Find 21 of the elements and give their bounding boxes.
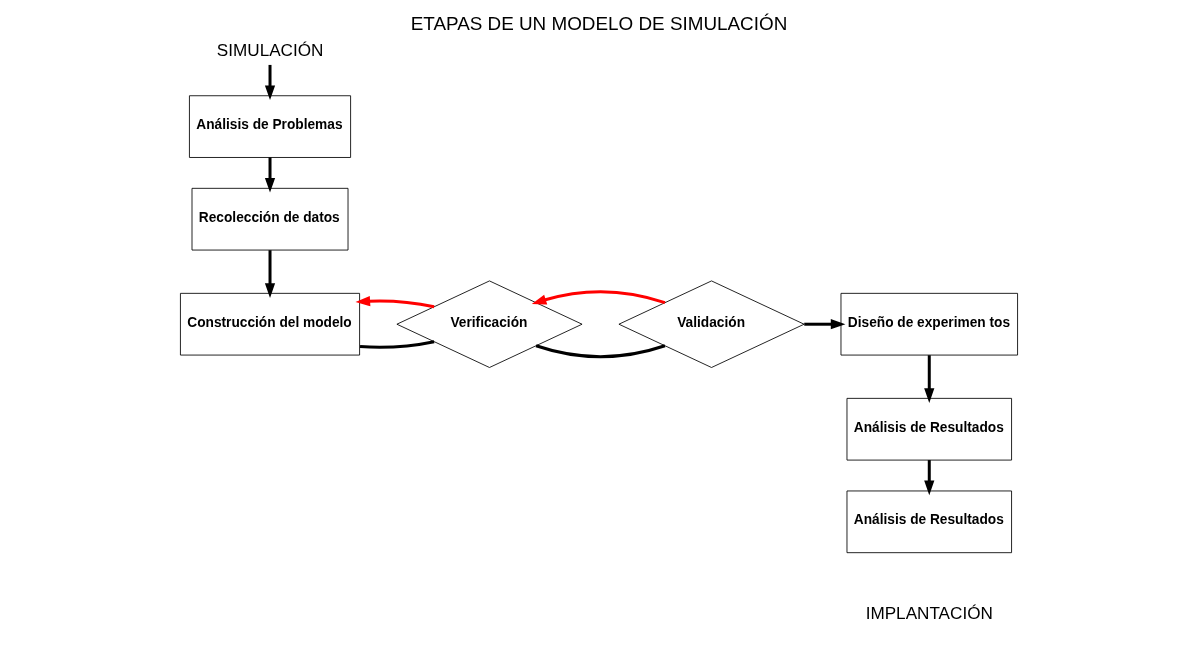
arrow [355, 296, 435, 309]
node-box: Análisis de Problemas [189, 95, 352, 158]
arrow [804, 319, 846, 330]
label: IMPLANTACIÓN [865, 602, 993, 623]
arrow [264, 157, 276, 193]
arrow [264, 250, 276, 298]
node-text: SIMULACIÓN [216, 40, 324, 61]
diagram-title: ETAPAS DE UN MODELO DE SIMULACIÓN [410, 13, 788, 35]
arrow [924, 355, 935, 403]
arrow [924, 460, 935, 496]
node-box: Construcción del modelo [180, 292, 361, 356]
node-diamond: Verificación [396, 280, 583, 368]
arrow [264, 64, 276, 100]
arrow [531, 290, 666, 305]
node-box: Análisis de Resultados [846, 490, 1012, 554]
node-box: Análisis de Resultados [846, 397, 1012, 461]
node-box: Recolección de datos [191, 187, 349, 251]
node-box: Diseño de experimen tos [840, 292, 1018, 356]
connector [359, 340, 435, 349]
connector [535, 344, 666, 359]
node-diamond: Validación [618, 280, 805, 368]
